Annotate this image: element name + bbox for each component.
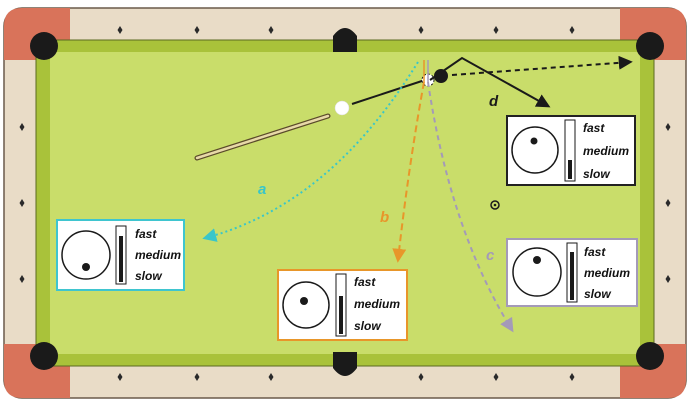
object-ball-path <box>451 55 633 76</box>
speed-box-b: fast medium slow <box>277 269 408 341</box>
pocket-bottom-middle <box>333 352 357 376</box>
cue-ball-diagram <box>512 247 562 297</box>
rail-diamond <box>194 26 200 34</box>
rail-diamond <box>493 26 499 34</box>
speed-gauge-fill <box>568 160 572 179</box>
speed-label-fast: fast <box>584 245 606 259</box>
cue-ball-diagram <box>282 281 330 329</box>
rail-diamond <box>117 373 123 381</box>
rail-diamond <box>418 26 424 34</box>
rail-diamonds <box>19 26 671 381</box>
rail-diamond <box>19 199 25 207</box>
speed-label-fast: fast <box>354 275 376 289</box>
speed-gauge-fill <box>339 296 343 334</box>
speed-box-a: fast medium slow <box>56 219 185 291</box>
speed-label-slow: slow <box>354 319 381 333</box>
speed-box-c: fast medium slow <box>506 238 638 307</box>
tip-position-dot <box>533 256 541 264</box>
speed-label-medium: medium <box>354 297 400 311</box>
pocket-bottom-left <box>30 342 58 370</box>
speed-box-d: fast medium slow <box>506 115 636 186</box>
pockets <box>30 28 664 376</box>
object-ball <box>434 69 448 83</box>
speed-label-medium: medium <box>584 266 630 280</box>
label-d: d <box>489 93 499 110</box>
tip-position-dot <box>300 297 308 305</box>
path-d <box>429 56 551 108</box>
label-c: c <box>486 247 495 264</box>
rail-diamond <box>665 123 671 131</box>
rail-diamond <box>19 123 25 131</box>
rail-diamond <box>665 199 671 207</box>
label-a: a <box>258 181 266 198</box>
speed-label-slow: slow <box>583 167 610 181</box>
label-b: b <box>380 209 389 226</box>
rail-diamond <box>194 373 200 381</box>
cue-ball-diagram <box>61 230 111 280</box>
pocket-bottom-right <box>636 342 664 370</box>
speed-label-slow: slow <box>584 287 611 301</box>
speed-gauge <box>564 119 576 182</box>
speed-label-fast: fast <box>135 227 157 241</box>
speed-label-slow: slow <box>135 269 162 283</box>
speed-label-medium: medium <box>583 144 629 158</box>
tip-position-dot <box>530 137 538 145</box>
pocket-top-right <box>636 32 664 60</box>
rail-diamond <box>418 373 424 381</box>
pocket-top-left <box>30 32 58 60</box>
pocket-top-middle <box>333 28 357 52</box>
rail-diamond <box>19 275 25 283</box>
target-spot <box>490 200 500 210</box>
aim-line <box>351 78 429 105</box>
tip-position-dot <box>82 263 90 271</box>
rail-diamond <box>665 275 671 283</box>
cue-ball-diagram <box>511 126 559 174</box>
rail-diamond <box>268 373 274 381</box>
speed-gauge-fill <box>119 236 123 282</box>
path-b <box>392 81 425 263</box>
cue-stick <box>194 113 331 161</box>
rail-diamond <box>569 26 575 34</box>
speed-gauge-fill <box>570 252 574 300</box>
cue-ball <box>334 100 350 116</box>
rail-diamond <box>117 26 123 34</box>
path-c <box>427 81 514 333</box>
rail-diamond <box>493 373 499 381</box>
speed-label-fast: fast <box>583 121 605 135</box>
path-a <box>202 61 419 242</box>
rail-diamond <box>268 26 274 34</box>
rail-diamond <box>569 373 575 381</box>
speed-label-medium: medium <box>135 248 181 262</box>
